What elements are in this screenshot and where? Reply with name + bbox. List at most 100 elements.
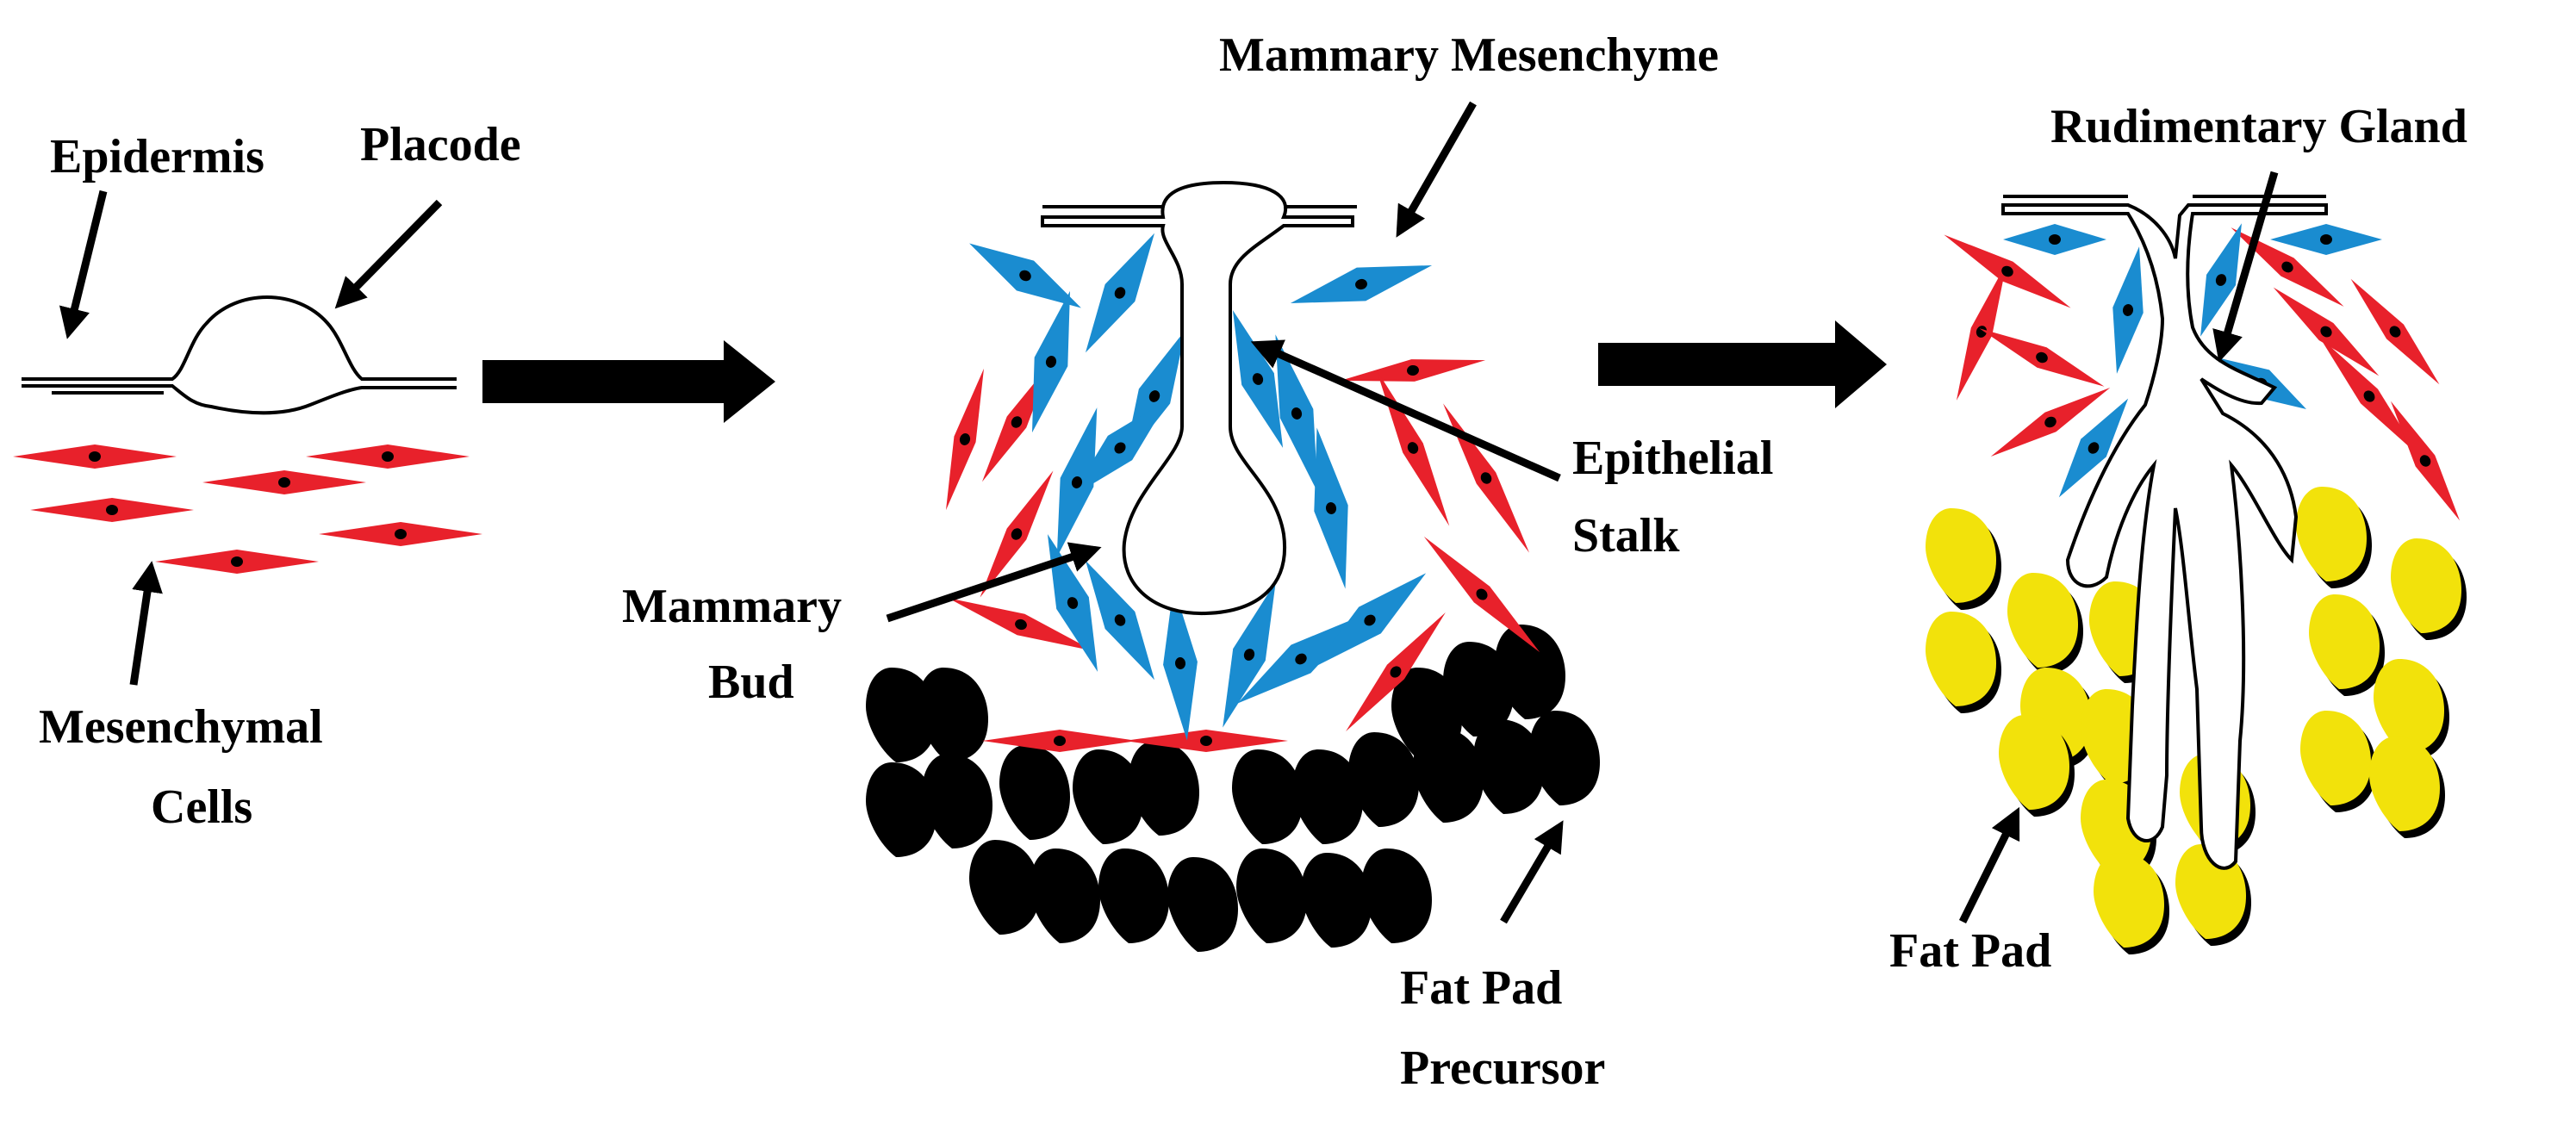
fat-pad-precursor-cells <box>866 625 1600 952</box>
label-epithelial-stalk-line2: Stalk <box>1572 509 1680 562</box>
mesenchyme-cell-red <box>948 598 1094 651</box>
stromal-cell-red <box>2319 337 2419 456</box>
stromal-cell-red <box>1990 388 2111 457</box>
mesenchymal-cell <box>13 444 177 469</box>
mesenchyme-cell-blue <box>1086 233 1154 353</box>
mesenchymal-cell <box>319 522 482 546</box>
mesenchyme-cell-blue <box>1032 290 1070 433</box>
fat-pad-cell <box>1999 715 2075 817</box>
stromal-cell-blue <box>2058 398 2129 498</box>
fat-pad-precursor-cell <box>1129 741 1199 836</box>
mesenchyme-cell-blue <box>1314 427 1348 589</box>
mesenchymal-cell <box>306 444 470 469</box>
label-rudimentary-gland: Rudimentary Gland <box>2050 100 2467 153</box>
fat-pad-cell <box>2369 737 2445 838</box>
fat-pad-cell <box>2309 594 2385 696</box>
fat-pad-cell <box>2391 538 2467 640</box>
fat-pad-precursor-cell <box>1236 848 1307 943</box>
label-mesenchymal-cells-line1: Mesenchymal <box>39 700 323 754</box>
mesenchyme-cell-blue <box>1290 265 1433 303</box>
fat-pad-cell <box>1926 612 2001 713</box>
fat-pad-precursor-cell <box>1413 728 1484 823</box>
fat-pad-precursor-cell <box>1473 719 1544 814</box>
mesenchyme-cell-blue <box>969 243 1081 308</box>
fat-pad-precursor-cell <box>1098 848 1169 943</box>
epidermis-layer <box>22 295 457 415</box>
arrow-mammary-bud <box>886 542 1102 623</box>
fat-pad-precursor-cell <box>918 668 988 762</box>
stromal-cell-red <box>2273 287 2380 376</box>
mesenchyme-cell-blue <box>1275 334 1318 493</box>
fat-pad-cell <box>2300 711 2376 812</box>
stromal-cell-blue <box>2003 224 2106 255</box>
fat-pad-precursor-cell <box>1529 711 1600 805</box>
mesenchyme-cell-red <box>1340 359 1486 382</box>
label-placode: Placode <box>360 118 521 171</box>
mesenchyme-cell-blue <box>1047 534 1098 672</box>
fat-pad-precursor-cell <box>866 762 936 857</box>
stromal-cell-red <box>1944 234 2071 308</box>
arrow-mesenchymal-cells <box>129 561 163 686</box>
stage-arrow-1 <box>482 340 775 423</box>
stromal-cells <box>1944 223 2460 521</box>
fat-pad-precursor-cell <box>1292 749 1363 844</box>
label-fat-pad-precursor-line2: Precursor <box>1400 1041 1605 1095</box>
label-mammary-bud-line2: Bud <box>708 656 794 709</box>
stromal-cell-red <box>2231 227 2344 307</box>
stromal-cell-blue <box>2112 246 2144 374</box>
fat-pad-cell <box>2296 487 2372 588</box>
mesenchyme-cell-blue <box>1086 560 1154 681</box>
mesenchymal-cell <box>30 498 194 522</box>
arrow-epidermis <box>59 190 108 339</box>
stromal-cell-blue <box>2200 223 2242 337</box>
mesenchyme-cell-blue <box>1056 407 1098 557</box>
fat-pad-precursor-cell <box>999 745 1070 840</box>
fat-pad-cell <box>2007 573 2083 674</box>
mesenchyme-cell-red <box>1423 536 1540 653</box>
label-epidermis: Epidermis <box>50 130 264 183</box>
fat-pad-precursor-cell <box>1301 853 1372 948</box>
mesenchyme-cell-blue <box>1223 581 1276 728</box>
fat-pad-cell <box>1926 508 2001 610</box>
arrow-fat-pad-precursor <box>1500 820 1564 924</box>
stage-mammary-bud: Mammary Mesenchyme Epithelial Stalk Mamm… <box>622 28 1773 1095</box>
mesenchymal-cell <box>202 470 366 494</box>
mesenchyme-cell-blue <box>1071 399 1169 497</box>
mesenchyme-cell-red <box>1376 370 1450 526</box>
label-fat-pad-precursor-line1: Fat Pad <box>1400 961 1562 1015</box>
mesenchyme-cell-red <box>980 470 1054 598</box>
arrow-placode <box>334 199 443 309</box>
mesenchymal-cell <box>155 550 319 574</box>
mesenchyme-cell-red <box>1443 403 1529 553</box>
fat-pad-precursor-cell <box>922 754 992 848</box>
stage-rudimentary-gland: Rudimentary Gland Fat Pad <box>1889 100 2467 978</box>
fat-pad-precursor-cell <box>1361 848 1432 943</box>
stromal-cell-red <box>2350 278 2440 385</box>
mesenchymal-cells <box>13 444 482 574</box>
mesenchyme-cell-blue <box>1163 586 1198 741</box>
label-fat-pad: Fat Pad <box>1889 924 2051 978</box>
rudimentary-gland-outline <box>2001 203 2328 870</box>
mesenchyme-cell-red <box>982 730 1137 752</box>
label-mesenchymal-cells-line2: Cells <box>151 780 252 834</box>
mesenchyme-cell-red <box>1124 730 1288 752</box>
arrow-rudimentary-gland <box>2212 171 2279 363</box>
fat-pad-precursor-cell <box>969 840 1040 935</box>
stage-placode: Epidermis Placode Mesenchymal Cells <box>13 118 521 834</box>
fat-pad-precursor-cell <box>1030 848 1100 943</box>
mesenchyme-cells <box>946 233 1540 752</box>
mammary-bud-outline <box>1041 180 1354 616</box>
stromal-cell-red <box>1956 263 2007 401</box>
fat-pad-precursor-cell <box>1495 625 1565 719</box>
mesenchyme-cell-red <box>946 368 984 511</box>
fat-pad-precursor-cell <box>866 668 936 762</box>
fat-pad-precursor-cell <box>1348 732 1419 827</box>
label-epithelial-stalk-line1: Epithelial <box>1572 432 1773 485</box>
fat-pad-cell <box>2094 853 2169 954</box>
fat-pad-cells <box>1926 487 2467 954</box>
arrow-mammary-mesenchyme <box>1396 101 1477 238</box>
stage-arrow-2 <box>1598 320 1887 408</box>
stromal-cell-blue <box>2270 224 2382 255</box>
mesenchyme-cell-blue <box>1237 614 1365 704</box>
